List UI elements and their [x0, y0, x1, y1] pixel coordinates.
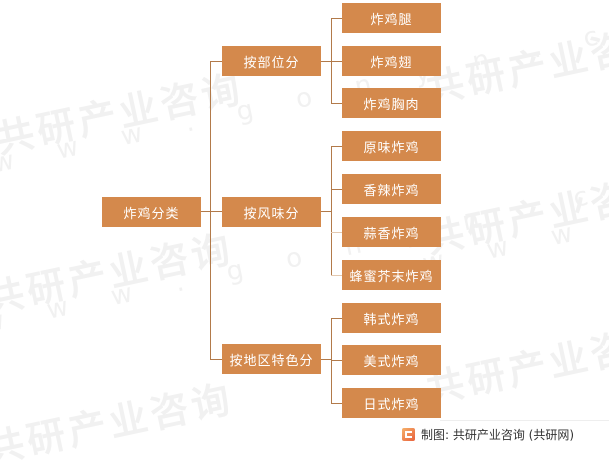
connector	[210, 61, 211, 360]
connector	[201, 211, 222, 212]
watermark-text: 共研产业咨询	[421, 16, 609, 112]
connector	[331, 103, 342, 104]
leaf-node: 炸鸡胸肉	[342, 88, 441, 118]
leaf-node: 原味炸鸡	[342, 131, 441, 161]
connector	[321, 61, 331, 62]
connector	[331, 146, 332, 275]
branch-node-by-flavor: 按风味分	[222, 197, 321, 227]
connector	[331, 232, 342, 233]
leaf-node: 炸鸡翅	[342, 46, 441, 76]
leaf-node: 炸鸡腿	[342, 3, 441, 33]
connector	[331, 189, 342, 190]
watermark-url: w w w . g o n y n . c o m	[0, 0, 609, 180]
watermark-text: 共研产业咨询	[421, 166, 609, 262]
connector	[210, 359, 222, 360]
footer-divider	[440, 420, 609, 421]
watermark-url: w w w . g o n y n . c o m	[0, 151, 609, 340]
branch-node-by-region: 按地区特色分	[222, 344, 321, 374]
footer-credit: 制图: 共研产业咨询 (共研网)	[402, 424, 574, 444]
connector	[331, 318, 332, 404]
leaf-node: 蜂蜜芥末炸鸡	[342, 260, 441, 290]
connector	[331, 403, 342, 404]
watermark-text: 共研产业咨询	[0, 226, 238, 322]
watermark-text: 共研产业咨询	[0, 376, 238, 472]
watermark-text: 共研产业咨询	[421, 316, 609, 412]
branch-node-by-part: 按部位分	[222, 46, 321, 76]
connector	[321, 211, 331, 212]
connector	[331, 360, 342, 361]
leaf-node: 美式炸鸡	[342, 345, 441, 375]
connector	[331, 318, 342, 319]
gonyn-logo-icon	[402, 427, 415, 441]
credit-text: 制图: 共研产业咨询 (共研网)	[421, 427, 575, 442]
leaf-node: 香辣炸鸡	[342, 174, 441, 204]
leaf-node: 蒜香炸鸡	[342, 217, 441, 247]
root-node: 炸鸡分类	[102, 197, 201, 227]
connector	[331, 18, 342, 19]
leaf-node: 日式炸鸡	[342, 388, 441, 418]
leaf-node: 韩式炸鸡	[342, 303, 441, 333]
connector	[321, 359, 331, 360]
connector	[210, 61, 222, 62]
watermark-url: w w w . g o n y n . c o m	[420, 91, 609, 280]
connector	[331, 61, 342, 62]
connector	[331, 146, 342, 147]
connector	[331, 275, 342, 276]
